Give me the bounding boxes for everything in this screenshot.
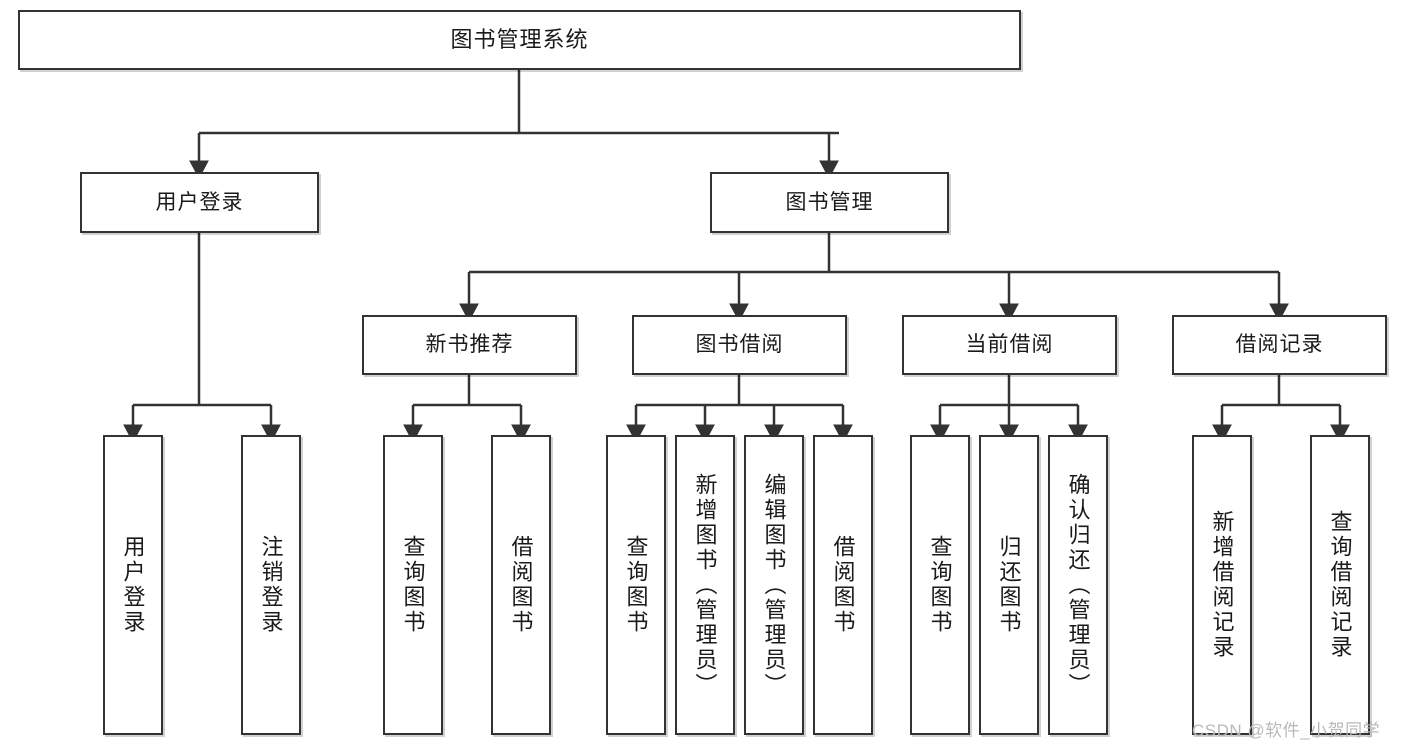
node-leaf-query-book-3[interactable]: 查询图书: [910, 435, 970, 735]
node-leaf-confirm-return-admin[interactable]: 确认归还（管理员）: [1048, 435, 1108, 735]
node-borrow-record[interactable]: 借阅记录: [1172, 315, 1387, 375]
node-leaf-borrow-book-1-label: 借阅图书: [508, 535, 534, 635]
node-leaf-query-book-3-label: 查询图书: [927, 535, 953, 635]
node-leaf-add-record-label: 新增借阅记录: [1209, 510, 1235, 660]
node-leaf-logout-label: 注销登录: [258, 535, 284, 635]
node-leaf-borrow-book-2[interactable]: 借阅图书: [813, 435, 873, 735]
node-leaf-query-record-label: 查询借阅记录: [1327, 510, 1353, 660]
node-leaf-query-book-2[interactable]: 查询图书: [606, 435, 666, 735]
node-book-borrow-label: 图书借阅: [695, 333, 784, 357]
node-leaf-borrow-book-1[interactable]: 借阅图书: [491, 435, 551, 735]
node-leaf-add-record[interactable]: 新增借阅记录: [1192, 435, 1252, 735]
node-root-label: 图书管理系统: [450, 26, 589, 52]
node-leaf-add-book-admin-label: 新增图书（管理员）: [692, 472, 718, 698]
node-leaf-confirm-return-admin-label: 确认归还（管理员）: [1065, 472, 1091, 698]
node-leaf-query-book-1[interactable]: 查询图书: [383, 435, 443, 735]
node-user-login[interactable]: 用户登录: [80, 172, 319, 233]
node-borrow-record-label: 借阅记录: [1235, 333, 1324, 357]
node-leaf-edit-book-admin-label: 编辑图书（管理员）: [761, 472, 787, 698]
node-current-borrow-label: 当前借阅: [965, 333, 1054, 357]
node-leaf-add-book-admin[interactable]: 新增图书（管理员）: [675, 435, 735, 735]
node-new-book-rec-label: 新书推荐: [425, 333, 514, 357]
node-leaf-return-book-label: 归还图书: [996, 535, 1022, 635]
node-leaf-user-login[interactable]: 用户登录: [103, 435, 163, 735]
node-book-borrow[interactable]: 图书借阅: [632, 315, 847, 375]
node-book-manage[interactable]: 图书管理: [710, 172, 949, 233]
node-leaf-logout[interactable]: 注销登录: [241, 435, 301, 735]
csdn-watermark: CSDN @软件_小贺同学: [1192, 721, 1381, 740]
node-current-borrow[interactable]: 当前借阅: [902, 315, 1117, 375]
node-leaf-query-record[interactable]: 查询借阅记录: [1310, 435, 1370, 735]
node-leaf-query-book-1-label: 查询图书: [400, 535, 426, 635]
node-leaf-user-login-label: 用户登录: [120, 535, 146, 635]
node-root[interactable]: 图书管理系统: [18, 10, 1021, 70]
node-leaf-query-book-2-label: 查询图书: [623, 535, 649, 635]
node-leaf-edit-book-admin[interactable]: 编辑图书（管理员）: [744, 435, 804, 735]
node-leaf-borrow-book-2-label: 借阅图书: [830, 535, 856, 635]
node-user-login-label: 用户登录: [155, 190, 244, 214]
node-new-book-rec[interactable]: 新书推荐: [362, 315, 577, 375]
node-book-manage-label: 图书管理: [785, 190, 874, 214]
node-leaf-return-book[interactable]: 归还图书: [979, 435, 1039, 735]
